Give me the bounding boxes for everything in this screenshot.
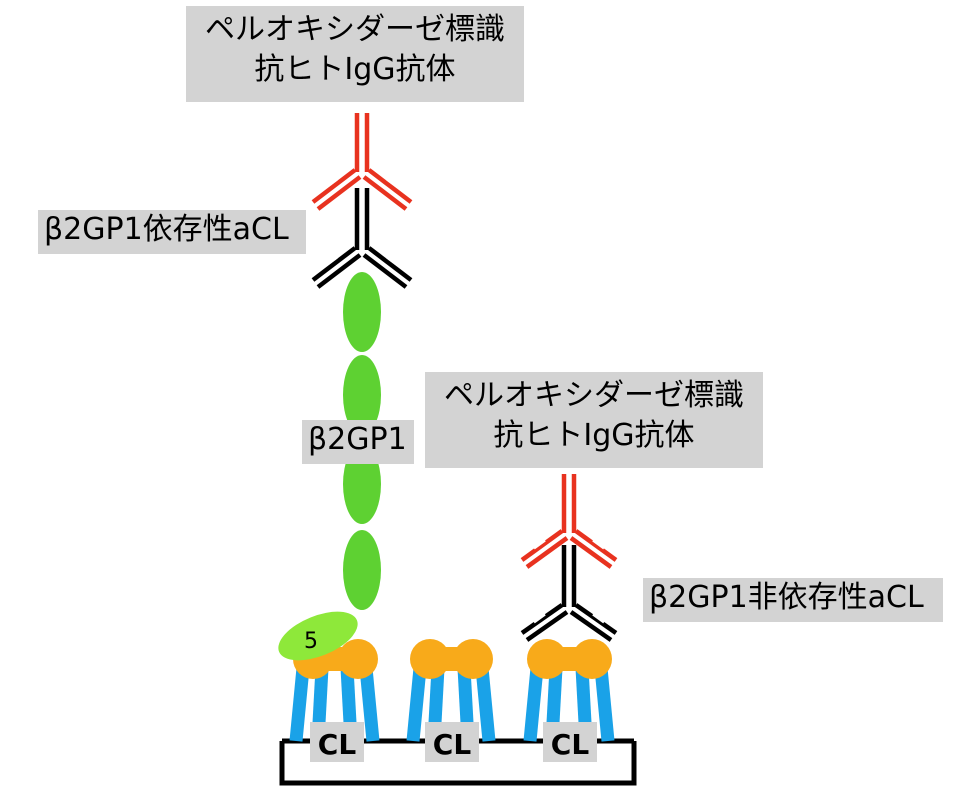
b2gp1-domain5: 5: [278, 611, 358, 661]
dependent-acl-text: β2GP1依存性aCL: [44, 212, 289, 247]
top-secondary-antibody-label: ペルオキシダーゼ標識 抗ヒトIgG抗体: [186, 6, 524, 102]
right-secondary-line-2: 抗ヒトIgG抗体: [493, 418, 695, 453]
top-secondary-line-1: ペルオキシダーゼ標識: [205, 12, 505, 47]
b2gp1-text: β2GP1: [308, 422, 407, 457]
cardiolipin-1: [289, 639, 380, 742]
cl-label-1: CL: [310, 722, 364, 762]
acl-antibody-independent: [520, 545, 618, 642]
cl-label-3: CL: [543, 722, 597, 762]
cl-label-2: CL: [425, 722, 479, 762]
secondary-antibody-right: [520, 474, 618, 569]
top-secondary-line-2: 抗ヒトIgG抗体: [254, 52, 456, 87]
domain5-label: 5: [304, 629, 318, 654]
cardiolipin-2: [406, 639, 496, 742]
right-secondary-line-1: ペルオキシダーゼ標識: [444, 378, 744, 413]
cl-label-1-text: CL: [318, 728, 357, 761]
secondary-antibody-top: [311, 113, 413, 211]
dependent-acl-label: β2GP1依存性aCL: [38, 210, 306, 254]
cl-label-3-text: CL: [551, 728, 590, 761]
independent-acl-text: β2GP1非依存性aCL: [649, 580, 924, 615]
b2gp1-label: β2GP1: [302, 420, 414, 464]
acl-antibody-dependent: [311, 188, 413, 289]
cl-label-2-text: CL: [433, 728, 472, 761]
right-secondary-antibody-label: ペルオキシダーゼ標識 抗ヒトIgG抗体: [425, 372, 763, 468]
independent-acl-label: β2GP1非依存性aCL: [643, 578, 943, 622]
b2gp1-protein: [343, 272, 381, 610]
